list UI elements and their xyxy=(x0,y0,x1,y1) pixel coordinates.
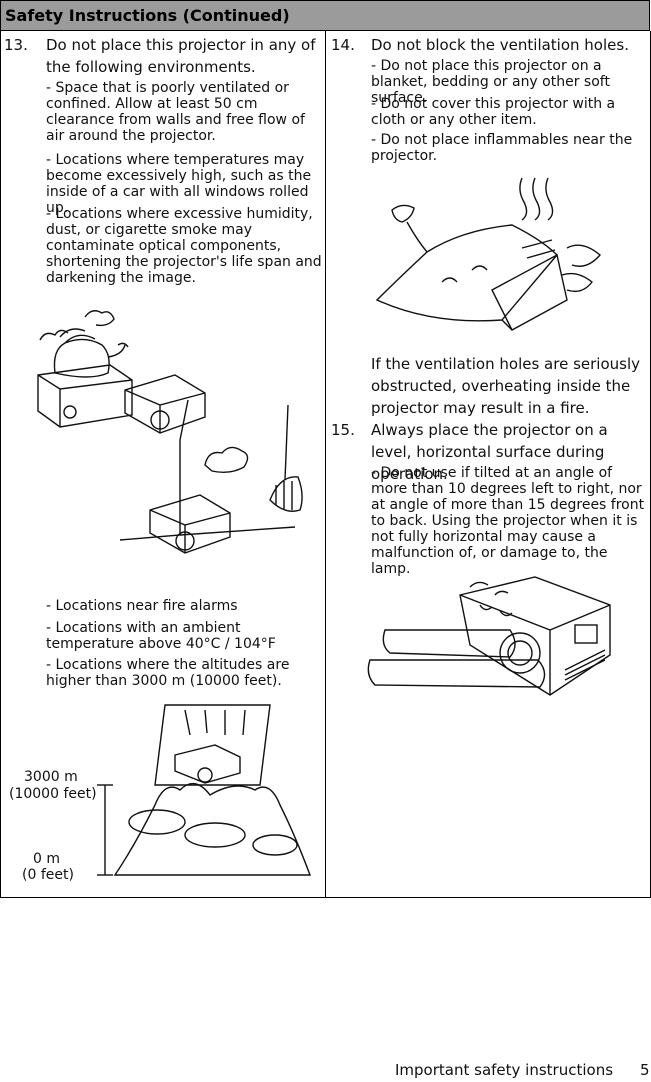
item-14-heading: Do not block the ventilation holes. xyxy=(371,36,629,54)
left-border xyxy=(0,31,1,897)
item-13-bullet-5: - Locations with an ambient temperature … xyxy=(46,620,276,652)
hazard-room-illustration xyxy=(37,310,303,554)
item-13-bullet-3: - Locations where excessive humidity, du… xyxy=(46,206,322,286)
item-15-number: 15. xyxy=(331,421,355,439)
altitude-bottom-sub-label: (0 feet) xyxy=(22,867,74,883)
altitude-top-label: 3000 m xyxy=(24,769,78,785)
item-15-heading: Always place the projector on a level, h… xyxy=(371,421,608,483)
column-divider xyxy=(325,31,326,897)
item-13-number: 13. xyxy=(4,36,28,54)
item-14-bullet-2: - Do not cover this projector with a clo… xyxy=(371,96,616,128)
item-14-bullet-3: - Do not place inflammables near the pro… xyxy=(371,132,633,164)
altitude-bottom-label: 0 m xyxy=(33,851,60,867)
section-header: Safety Instructions (Continued) xyxy=(0,0,650,31)
section-title: Safety Instructions (Continued) xyxy=(5,6,290,25)
tilted-projector-illustration xyxy=(367,576,611,696)
item-13-bullet-1: - Space that is poorly ventilated or con… xyxy=(46,80,305,144)
covered-projector-illustration xyxy=(375,177,601,331)
item-13-bullet-2: - Locations where temperatures may becom… xyxy=(46,152,312,216)
page-frame xyxy=(0,897,651,898)
item-13-bullet-4: - Locations near fire alarms xyxy=(46,598,238,614)
item-13-bullet-6: - Locations where the altitudes are high… xyxy=(46,657,290,689)
altitude-top-sub-label: (10000 feet) xyxy=(9,786,97,802)
item-14-bullet-1: - Do not place this projector on a blank… xyxy=(371,58,610,106)
item-14-note: If the ventilation holes are seriously o… xyxy=(371,355,640,417)
mountain-altitude-illustration xyxy=(97,704,312,876)
item-14-number: 14. xyxy=(331,36,355,54)
page-number: 5 xyxy=(640,1061,650,1079)
item-15-bullet-1: - Do not use if tilted at an angle of mo… xyxy=(371,465,645,577)
footer-section-name: Important safety instructions xyxy=(395,1061,614,1079)
item-13-heading: Do not place this projector in any of th… xyxy=(46,36,316,76)
